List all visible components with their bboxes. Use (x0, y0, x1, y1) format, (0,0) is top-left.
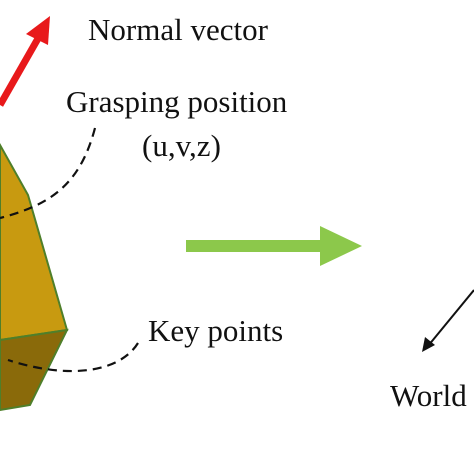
grasping-position-label: Grasping position (66, 84, 288, 119)
transform-arrow (186, 226, 362, 266)
key-points-label: Key points (148, 313, 284, 348)
world-label: World (390, 378, 467, 413)
grasping-leader-line (0, 127, 97, 220)
world-axes (422, 289, 474, 352)
object-bottom-face (0, 328, 69, 412)
world-axis-arrowhead (422, 337, 435, 352)
grasping-coordinates-label: (u,v,z) (142, 128, 221, 163)
object-front-face (0, 142, 69, 342)
normal-vector-arrow (0, 16, 50, 107)
object-prism (0, 142, 69, 412)
world-axis-line (427, 289, 474, 347)
normal-vector-label: Normal vector (88, 12, 268, 47)
